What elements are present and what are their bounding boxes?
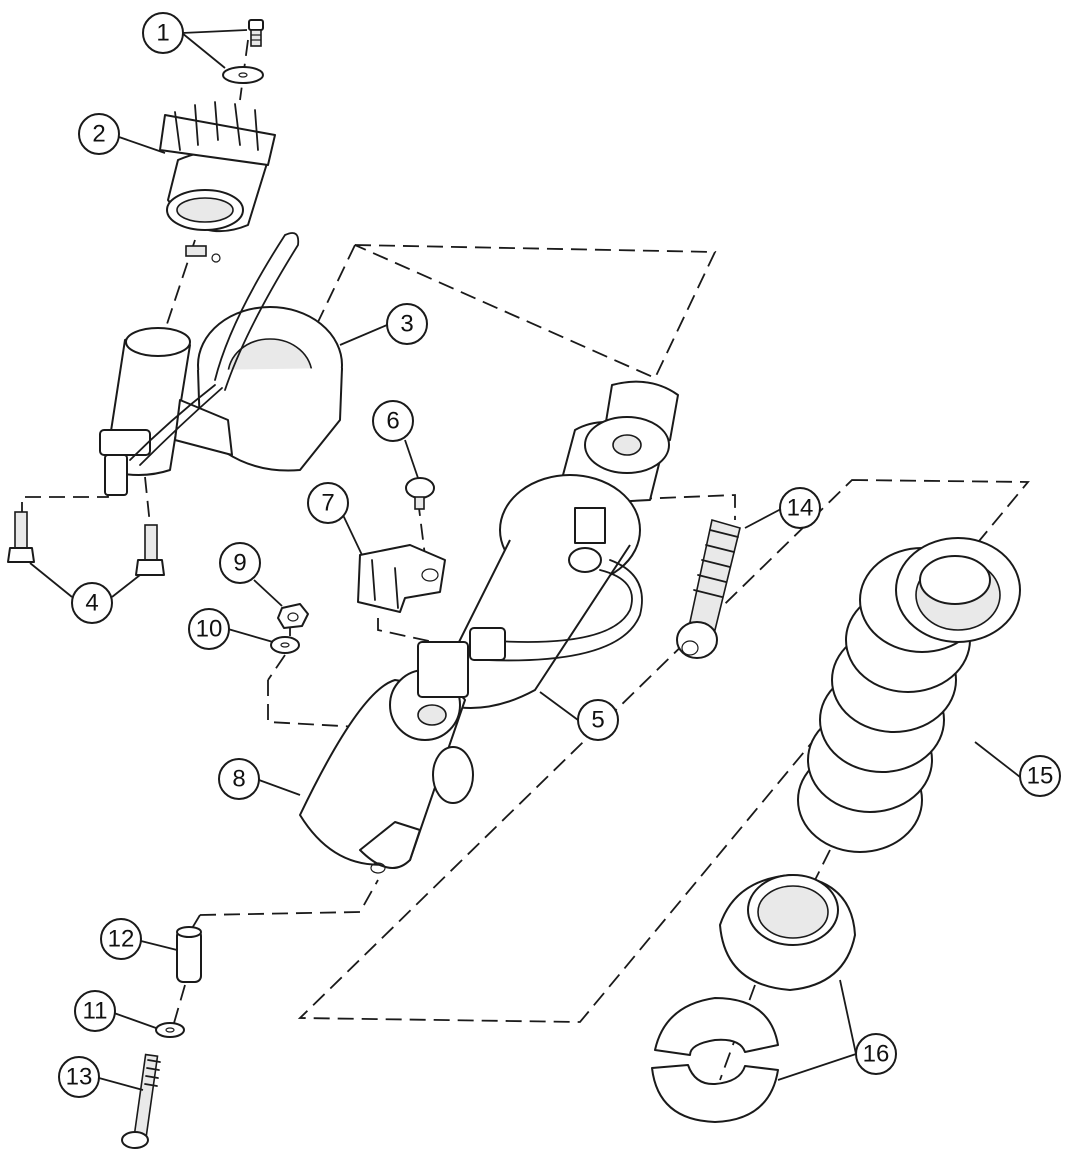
leader-lines: [29, 29, 1021, 1091]
callout-12: 12: [100, 918, 142, 960]
part-2-adjuster-knob: [159, 101, 276, 263]
part-5-shock-body: [429, 380, 679, 709]
callout-8-label: 8: [232, 766, 245, 793]
callout-13: 13: [58, 1056, 100, 1098]
callout-13-label: 13: [66, 1064, 93, 1091]
callout-12-label: 12: [108, 926, 135, 953]
callout-7: 7: [307, 482, 349, 524]
callout-7-label: 7: [321, 490, 334, 517]
callout-11: 11: [74, 990, 116, 1032]
callout-14-label: 14: [787, 495, 814, 522]
part-13-bolt: [121, 1053, 161, 1149]
callout-2: 2: [78, 113, 120, 155]
callout-1: 1: [142, 12, 184, 54]
callout-5: 5: [577, 699, 619, 741]
part-14-bolt: [676, 518, 741, 659]
part-4-bolts: [7, 511, 165, 576]
part-15-spring: [797, 537, 1021, 853]
callout-3-label: 3: [400, 311, 413, 338]
callout-6: 6: [372, 400, 414, 442]
callout-9: 9: [219, 542, 261, 584]
callout-11-label: 11: [83, 998, 108, 1025]
part-1-screw-washer: [222, 19, 264, 84]
part-10-washer: [270, 636, 300, 654]
callout-10: 10: [188, 608, 230, 650]
callout-3: 3: [386, 303, 428, 345]
callout-15: 15: [1019, 755, 1061, 797]
callout-9-label: 9: [233, 550, 246, 577]
callout-1-label: 1: [156, 20, 169, 47]
part-8-lower-body: [299, 641, 474, 874]
part-6-screw: [405, 477, 435, 510]
callout-15-label: 15: [1027, 763, 1054, 790]
part-11-washer: [155, 1022, 185, 1038]
callout-16-label: 16: [863, 1041, 890, 1068]
callout-4: 4: [71, 582, 113, 624]
callout-10-label: 10: [196, 616, 223, 643]
callout-8: 8: [218, 758, 260, 800]
callout-4-label: 4: [85, 590, 98, 617]
callout-2-label: 2: [92, 121, 105, 148]
part-7-bracket: [357, 544, 446, 613]
callout-5-label: 5: [591, 707, 604, 734]
part-16-spring-seat: [651, 874, 856, 1123]
part-12-spacer: [176, 926, 202, 983]
callout-16: 16: [855, 1033, 897, 1075]
part-9-nut: [277, 603, 309, 629]
callout-6-label: 6: [386, 408, 399, 435]
part-3-reservoir: [99, 232, 343, 496]
callout-14: 14: [779, 487, 821, 529]
